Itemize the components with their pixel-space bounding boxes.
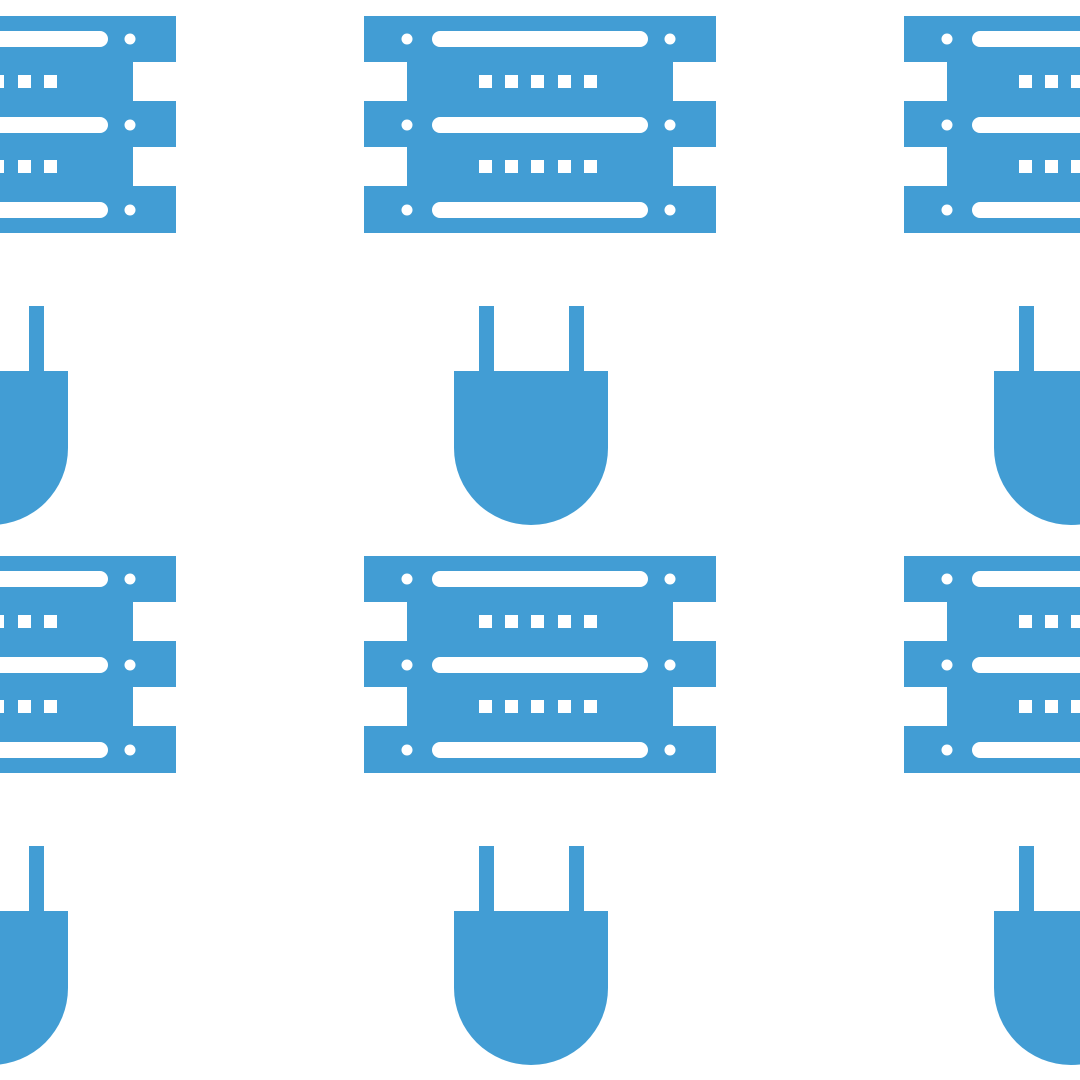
server-rack-icon	[0, 16, 176, 233]
power-plug-icon	[0, 846, 68, 1065]
server-rack-icon	[904, 16, 1080, 233]
power-plug-icon	[994, 846, 1080, 1065]
server-rack-icon	[0, 556, 176, 773]
server-rack-icon	[364, 16, 716, 233]
power-plug-icon	[994, 306, 1080, 525]
power-plug-icon	[454, 306, 608, 525]
server-rack-icon	[364, 556, 716, 773]
server-rack-icon	[904, 556, 1080, 773]
power-plug-icon	[454, 846, 608, 1065]
power-plug-icon	[0, 306, 68, 525]
